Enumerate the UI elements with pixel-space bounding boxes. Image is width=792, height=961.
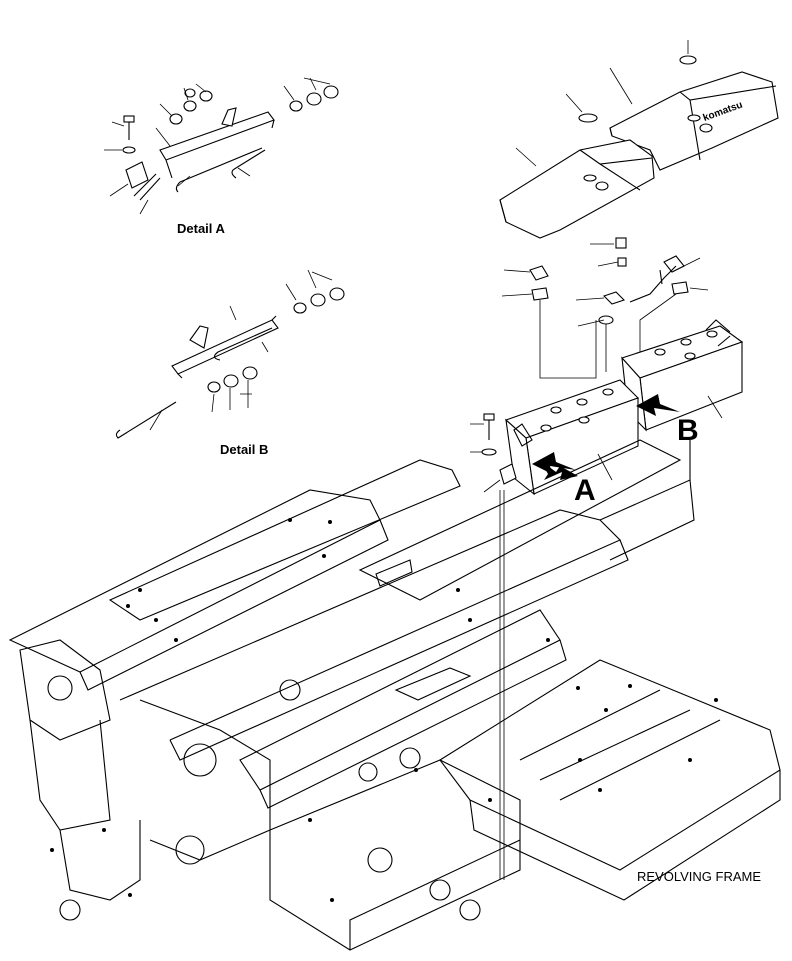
arrow-a-label: A [574, 474, 596, 507]
detail-b-label: Detail B [220, 442, 269, 457]
detail-b-assembly [115, 269, 345, 439]
revolving-frame [8, 439, 781, 951]
battery-cables [501, 237, 709, 380]
detail-a-assembly [104, 77, 339, 215]
arrow-b-icon [636, 394, 680, 416]
revolving-frame-label: REVOLVING FRAME [637, 869, 762, 884]
arrow-b-label: B [677, 414, 699, 447]
detail-a-label: Detail A [177, 221, 225, 236]
arrow-a-icon [532, 452, 578, 480]
battery-covers: komatsu [499, 40, 779, 239]
